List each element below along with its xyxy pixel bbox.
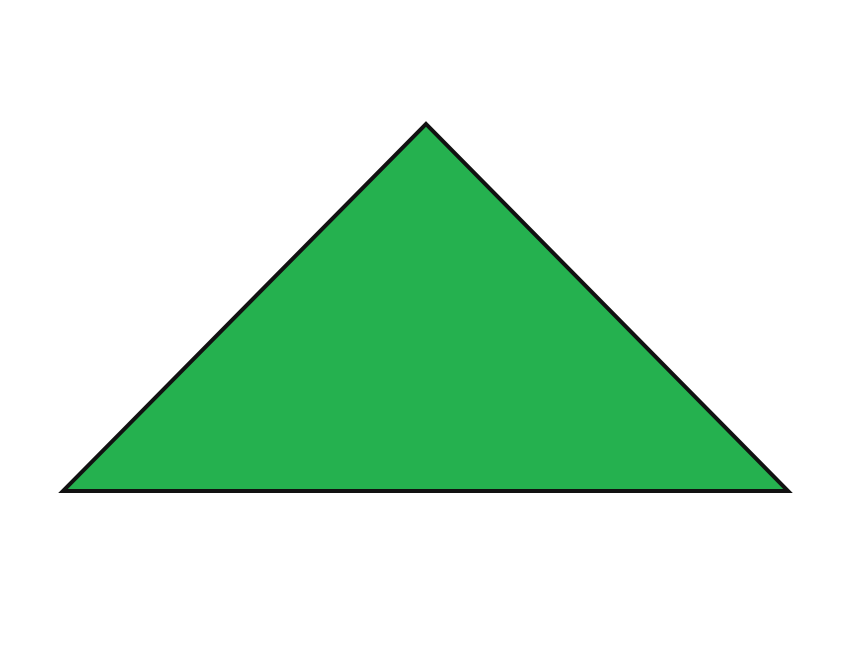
green-triangle — [58, 121, 793, 493]
